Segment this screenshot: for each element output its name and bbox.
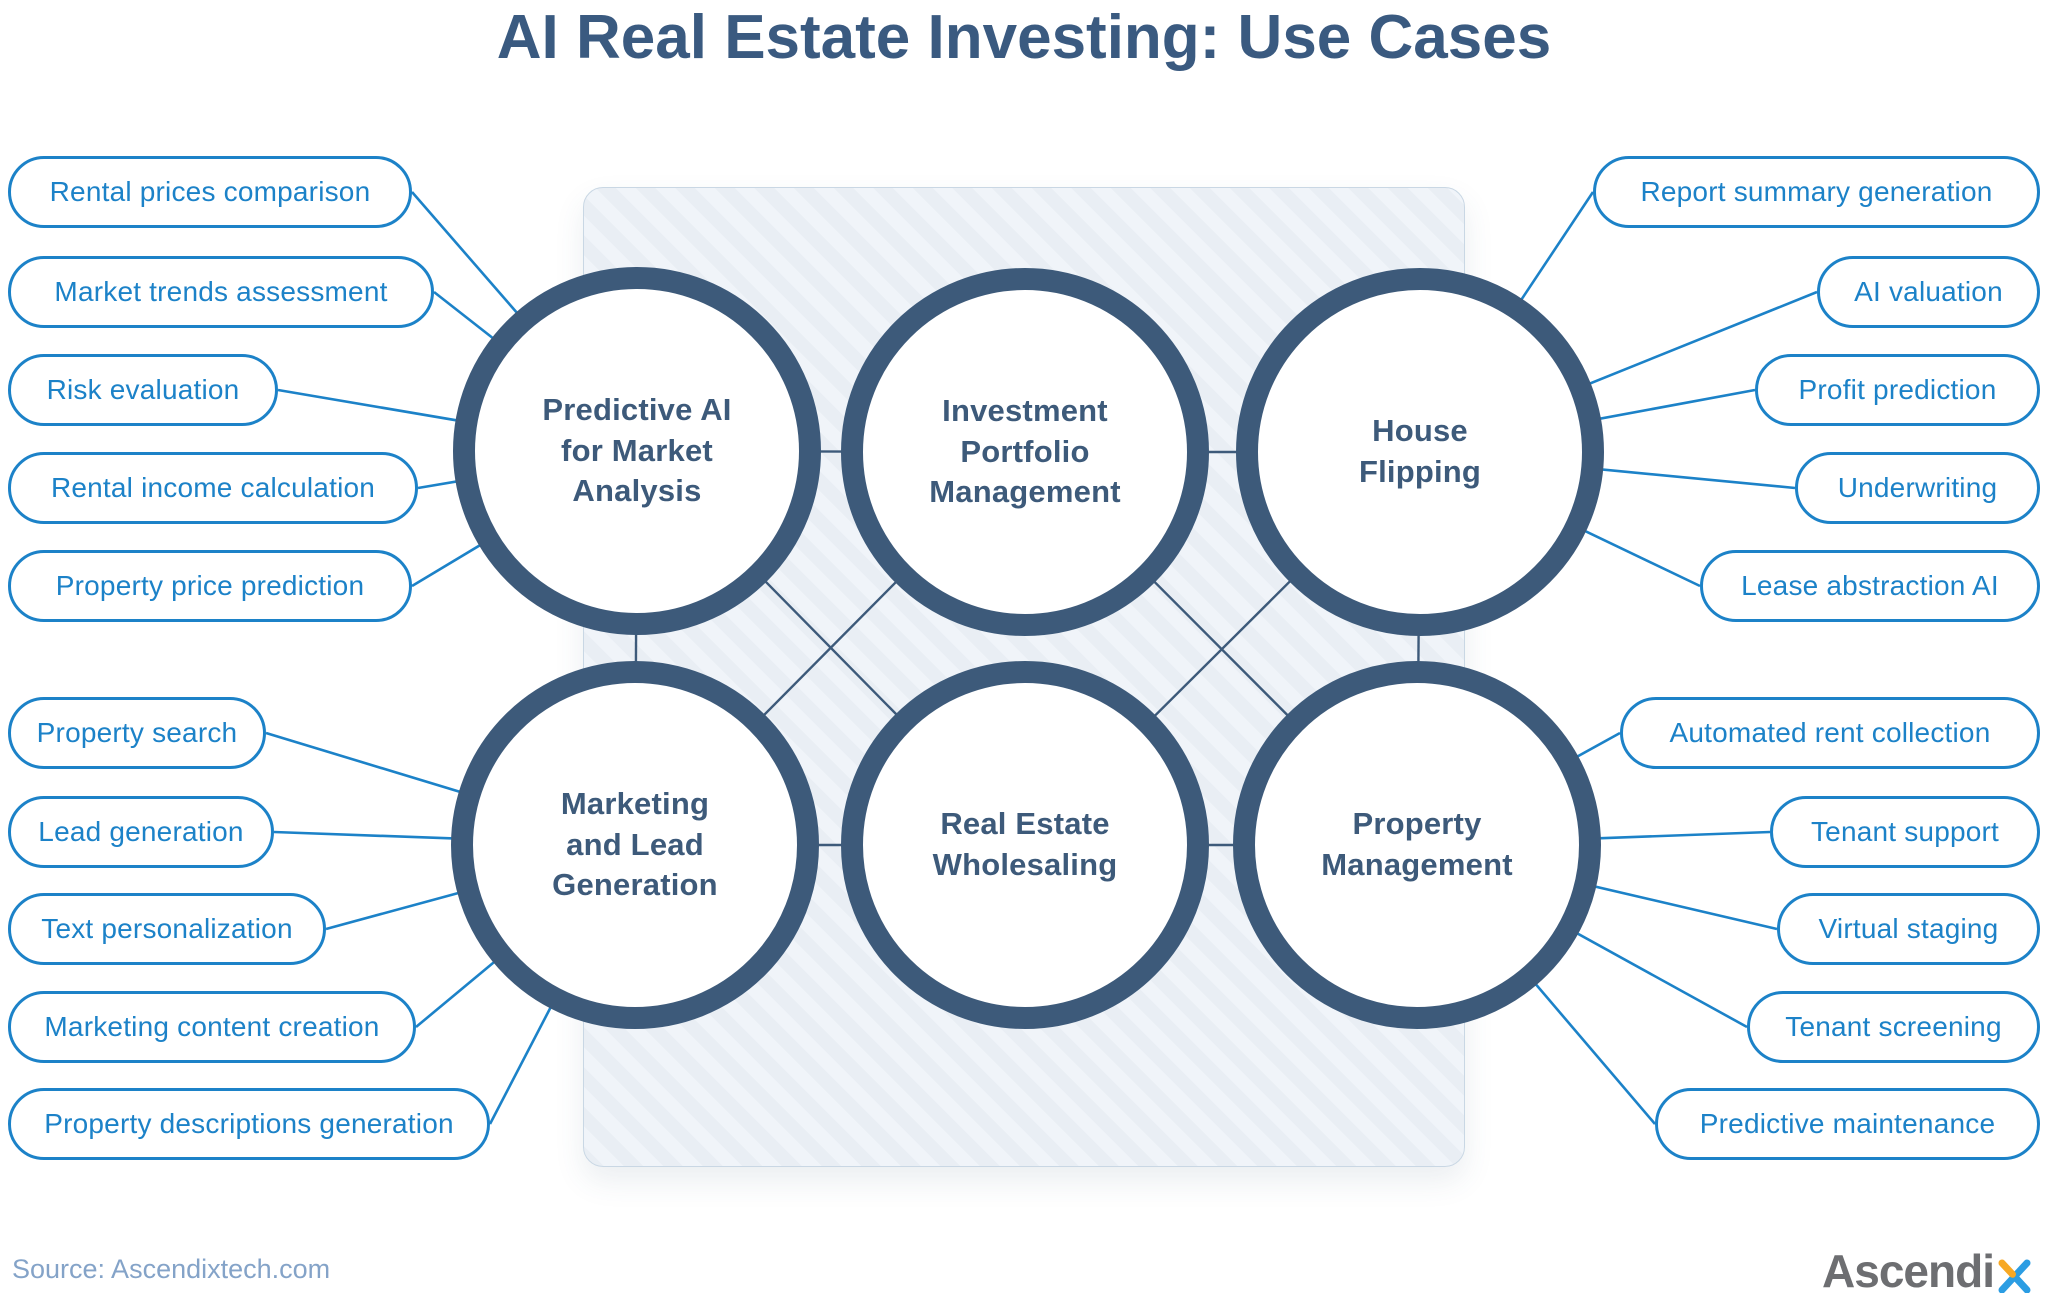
- ascendix-logo: Ascendi: [1822, 1244, 2032, 1298]
- pill-label: Rental prices comparison: [49, 176, 371, 207]
- pill-label: Property price prediction: [55, 570, 365, 601]
- node-label: Property Management: [1321, 806, 1513, 882]
- node-label: Marketing and Lead Generation: [552, 785, 718, 903]
- pill-property-search: Property search: [8, 697, 266, 769]
- pill-label: Lead generation: [38, 816, 244, 847]
- pill-predictive-maintenance: Predictive maintenance: [1655, 1088, 2040, 1160]
- pill-automated-rent-collection: Automated rent collection: [1620, 697, 2040, 769]
- node-predictive-ai-for-market-analysis: Predictive AI for Market Analysis: [453, 267, 821, 635]
- pill-risk-evaluation: Risk evaluation: [8, 354, 278, 426]
- node-marketing-and-lead-generation: Marketing and Lead Generation: [451, 661, 819, 1029]
- pill-rental-prices-comparison: Rental prices comparison: [8, 156, 412, 228]
- node-label: Investment Portfolio Management: [929, 392, 1121, 510]
- pill-profit-prediction: Profit prediction: [1755, 354, 2040, 426]
- node-real-estate-wholesaling: Real Estate Wholesaling: [841, 661, 1209, 1029]
- node-investment-portfolio-management: Investment Portfolio Management: [841, 268, 1209, 636]
- pill-label: Predictive maintenance: [1699, 1108, 1996, 1139]
- node-label: Real Estate Wholesaling: [932, 806, 1118, 882]
- pill-label: Property search: [36, 717, 238, 748]
- pill-label: Virtual staging: [1818, 913, 1999, 944]
- pill-lead-generation: Lead generation: [8, 796, 274, 868]
- pill-label: Lease abstraction AI: [1741, 570, 1999, 601]
- pill-label: Profit prediction: [1798, 374, 1997, 405]
- page-title: AI Real Estate Investing: Use Cases: [496, 3, 1552, 72]
- pill-tenant-screening: Tenant screening: [1747, 991, 2040, 1063]
- pill-property-price-prediction: Property price prediction: [8, 550, 412, 622]
- source-caption: Source: Ascendixtech.com: [12, 1254, 331, 1284]
- pill-text-personalization: Text personalization: [8, 893, 326, 965]
- pill-property-descriptions-generation: Property descriptions generation: [8, 1088, 490, 1160]
- pill-report-summary-generation: Report summary generation: [1593, 156, 2040, 228]
- node-property-management: Property Management: [1233, 661, 1601, 1029]
- pill-underwriting: Underwriting: [1795, 452, 2040, 524]
- pill-label: Risk evaluation: [46, 374, 240, 405]
- pill-virtual-staging: Virtual staging: [1777, 893, 2040, 965]
- pill-label: Property descriptions generation: [44, 1108, 454, 1139]
- pill-market-trends-assessment: Market trends assessment: [8, 256, 434, 328]
- pill-label: Marketing content creation: [44, 1011, 380, 1042]
- pill-label: Report summary generation: [1640, 176, 1993, 207]
- pill-rental-income-calculation: Rental income calculation: [8, 452, 418, 524]
- pill-label: Underwriting: [1837, 472, 1998, 503]
- pill-label: Automated rent collection: [1669, 717, 1991, 748]
- pill-label: Tenant support: [1810, 816, 2000, 847]
- pill-marketing-content-creation: Marketing content creation: [8, 991, 416, 1063]
- pill-lease-abstraction-ai: Lease abstraction AI: [1700, 550, 2040, 622]
- pill-label: Tenant screening: [1785, 1011, 2002, 1042]
- pill-label: Rental income calculation: [50, 472, 376, 503]
- pill-label: Text personalization: [41, 913, 293, 944]
- pill-label: AI valuation: [1854, 276, 2003, 307]
- node-label: House Flipping: [1358, 413, 1482, 489]
- two-tone-x-icon: [1998, 1259, 2031, 1293]
- pill-ai-valuation: AI valuation: [1817, 256, 2040, 328]
- pill-label: Market trends assessment: [54, 276, 388, 307]
- pill-tenant-support: Tenant support: [1770, 796, 2040, 868]
- logo-text: Ascendi: [1822, 1245, 1995, 1297]
- node-house-flipping: House Flipping: [1236, 268, 1604, 636]
- node-label: Predictive AI for Market Analysis: [542, 391, 732, 509]
